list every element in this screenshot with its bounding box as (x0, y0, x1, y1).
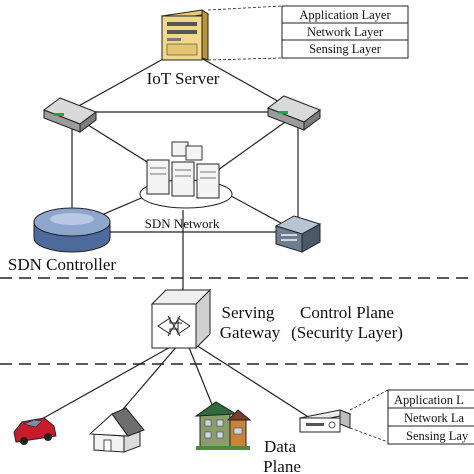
link-gateway-car (39, 344, 175, 421)
server-layer-box-3 (281, 39, 409, 59)
device-layer-label-3: Sensing Lay (406, 429, 469, 443)
device-stack-bracket-bottom (349, 427, 389, 443)
stack-bracket-top (207, 5, 283, 11)
device-stack-bracket-top (349, 389, 389, 411)
server-layer-stack: Application Layer Network Layer Sensing … (207, 5, 409, 61)
data-label: Data (264, 437, 297, 456)
sdn-network-label: SDN Network (145, 216, 220, 231)
apartment-building-icon (194, 401, 252, 450)
sensor-device-icon (298, 409, 352, 433)
house-icon (88, 407, 145, 453)
sdn-controller-label: SDN Controller (8, 255, 116, 274)
router-left-icon (42, 97, 98, 133)
device-layer-stack: Application L Network La Sensing Lay (349, 389, 474, 445)
serving-gateway-icon (150, 288, 212, 350)
car-icon (13, 417, 57, 445)
link-gateway-building (187, 344, 216, 413)
plane-separators (0, 277, 474, 365)
security-layer-label: (Security Layer) (291, 323, 403, 342)
iot-server-label: IoT Server (147, 69, 220, 88)
stack-bracket-bottom (207, 57, 283, 61)
server-layer-label-1: Application Layer (299, 8, 391, 22)
link-gateway-device (195, 344, 311, 419)
sdn-network-cluster-icon (139, 141, 233, 209)
device-layer-label-2: Network La (404, 411, 464, 425)
server-layer-label-2: Network Layer (307, 25, 384, 39)
serving-label: Serving (222, 303, 275, 322)
sdn-controller-icon (33, 207, 111, 253)
connection-lines (39, 47, 311, 421)
device-layer-box-3 (387, 425, 474, 445)
device-layer-label-1: Application L (394, 393, 464, 407)
server-layer-label-3: Sensing Layer (309, 42, 382, 56)
gateway-label: Gateway (220, 323, 281, 342)
control-plane-label: Control Plane (300, 303, 394, 322)
iot-server-icon (160, 9, 210, 61)
plane-label: Plane (263, 457, 301, 474)
router-right-icon (266, 95, 322, 131)
link-gateway-house (117, 344, 179, 416)
storage-device-icon (274, 215, 322, 253)
link-router-right-sdn (217, 119, 289, 171)
